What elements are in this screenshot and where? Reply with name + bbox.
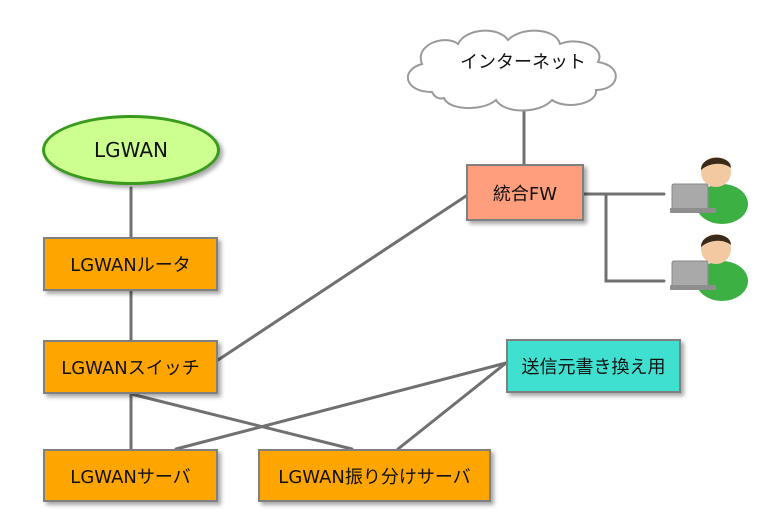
internet-label: インターネット — [460, 52, 586, 73]
source-rewrite-node: 送信元書き換え用 — [506, 339, 681, 393]
line-switch-fw — [216, 194, 468, 362]
line-rewrite-server — [174, 361, 508, 451]
user-laptop-icon — [670, 157, 748, 224]
lgwan-server-node: LGWANサーバ — [43, 449, 218, 502]
user-laptop-icon — [670, 234, 748, 301]
line-fw-user2 — [604, 192, 666, 283]
connector-lines — [129, 110, 666, 451]
lgwan-switch-node: LGWANスイッチ — [43, 340, 218, 394]
lgwan-split-server-node: LGWAN振り分けサーバ — [258, 449, 491, 502]
cloud-icon — [406, 29, 617, 112]
unified-fw-node: 統合FW — [466, 164, 584, 221]
lgwan-router-node: LGWANルータ — [43, 237, 218, 291]
line-switch-split — [129, 392, 354, 451]
lgwan-node: LGWAN — [42, 115, 220, 185]
line-rewrite-split — [396, 361, 508, 451]
